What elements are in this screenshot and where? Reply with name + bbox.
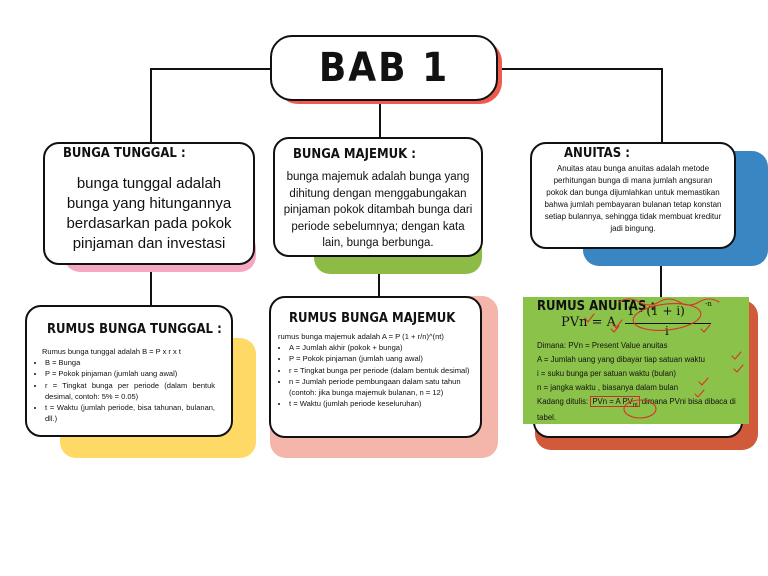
list-item: t = Waktu (jumlah periode keseluruhan) (289, 398, 472, 409)
list-item: r = Tingkat bunga per periode (dalam ben… (289, 365, 472, 376)
rumus-tunggal-content: Rumus bunga tunggal adalah B = P x r x t… (34, 346, 215, 424)
list-item: B = Bunga (45, 357, 215, 368)
check-mark-icon (610, 325, 620, 333)
title-box: BAB 1 (270, 35, 498, 101)
rumus-anuitas-content: RUMUS ANUITAS : PVn = A 1 - (1 + i) -n i… (523, 297, 749, 424)
rumus-anuitas-lines: Dimana: PVn = Present Value anuitas A = … (537, 339, 747, 424)
formula-exponent: -n (705, 300, 712, 308)
connector-title-right (497, 68, 662, 70)
anuitas-line: A = Jumlah uang yang dibayar tiap satuan… (537, 355, 705, 364)
rumus-tunggal-heading: RUMUS BUNGA TUNGGAL : (47, 322, 222, 337)
handwritten-annotations (584, 298, 744, 419)
anuitas-box: ANUITAS : Anuitas atau bunga anuitas ada… (530, 142, 736, 249)
connector-center-mid (378, 256, 380, 298)
anuitas-line: i = suku bunga per satuan waktu (bulan) (537, 369, 676, 378)
connector-right-down (661, 68, 663, 144)
anuitas-body: Anuitas atau bunga anuitas adalah metode… (544, 164, 722, 233)
squiggle-icon (618, 298, 720, 306)
list-item: A = Jumlah akhir (pokok + bunga) (289, 342, 472, 353)
note-formula: PVn = A PVni (590, 396, 640, 409)
rumus-majemuk-intro: rumus bunga majemuk adalah A = P (1 + r/… (278, 332, 444, 341)
rumus-majemuk-heading: RUMUS BUNGA MAJEMUK (289, 311, 456, 326)
rumus-tunggal-box: RUMUS BUNGA TUNGGAL : Rumus bunga tungga… (25, 305, 233, 437)
formula-left: PVn = A (561, 315, 617, 330)
anuitas-line: Dimana: PVn = Present Value anuitas (537, 341, 668, 350)
rumus-tunggal-list: B = Bunga P = Pokok pinjaman (jumlah uan… (34, 357, 215, 424)
tunggal-box: BUNGA TUNGGAL : bunga tunggal adalah bun… (43, 142, 255, 265)
connector-center-down (379, 102, 381, 138)
check-mark-icon (584, 313, 595, 323)
rumus-anuitas-green-panel (523, 297, 749, 424)
annuity-formula: PVn = A 1 - (1 + i) -n i (561, 300, 721, 343)
list-item: r = Tingkat bunga per periode (dalam ben… (45, 380, 215, 402)
list-item: n = Jumlah periode pembungaan dalam satu… (289, 376, 472, 398)
formula-denominator: i (665, 324, 669, 338)
page-title: BAB 1 (318, 45, 450, 91)
check-mark-icon (612, 319, 623, 329)
anuitas-line: n = jangka waktu , biasanya dalam bulan (537, 383, 679, 392)
check-mark-icon (698, 377, 709, 386)
rumus-majemuk-box: RUMUS BUNGA MAJEMUK rumus bunga majemuk … (269, 296, 482, 438)
anuitas-heading: ANUITAS : (564, 146, 630, 161)
rumus-tunggal-intro: Rumus bunga tunggal adalah B = P x r x t (42, 347, 181, 356)
list-item: P = Pokok pinjaman (jumlah uang awal) (45, 368, 215, 379)
connector-left-down (150, 68, 152, 144)
check-mark-icon (733, 364, 744, 373)
circle-annotation-icon (623, 399, 657, 419)
majemuk-box: BUNGA MAJEMUK : bunga majemuk adalah bun… (273, 137, 483, 257)
circle-annotation-icon (632, 303, 702, 331)
check-mark-icon (694, 389, 705, 398)
majemuk-heading: BUNGA MAJEMUK : (293, 147, 416, 162)
tunggal-heading: BUNGA TUNGGAL : (63, 146, 186, 161)
check-mark-icon (700, 324, 711, 333)
majemuk-body: bunga majemuk adalah bunga yang dihitung… (283, 171, 473, 249)
connector-title-left (150, 68, 272, 70)
connector-right-mid (660, 248, 662, 298)
anuitas-note: Kadang ditulis: PVn = A PVni dimana PVni… (537, 396, 736, 422)
check-mark-icon (731, 351, 742, 360)
list-item: P = Pokok pinjaman (jumlah uang awal) (289, 353, 472, 364)
connector-left-mid (150, 262, 152, 306)
list-item: t = Waktu (jumlah periode, bisa tahunan,… (45, 402, 215, 424)
tunggal-body: bunga tunggal adalah bunga yang hitungan… (66, 175, 232, 252)
rumus-majemuk-list: A = Jumlah akhir (pokok + bunga) P = Pok… (278, 342, 472, 409)
rumus-anuitas-heading: RUMUS ANUITAS : (537, 299, 656, 314)
formula-numerator: 1 - (1 + i) (627, 304, 685, 318)
rumus-majemuk-content: rumus bunga majemuk adalah A = P (1 + r/… (278, 331, 472, 409)
formula-fraction-bar (625, 323, 711, 324)
